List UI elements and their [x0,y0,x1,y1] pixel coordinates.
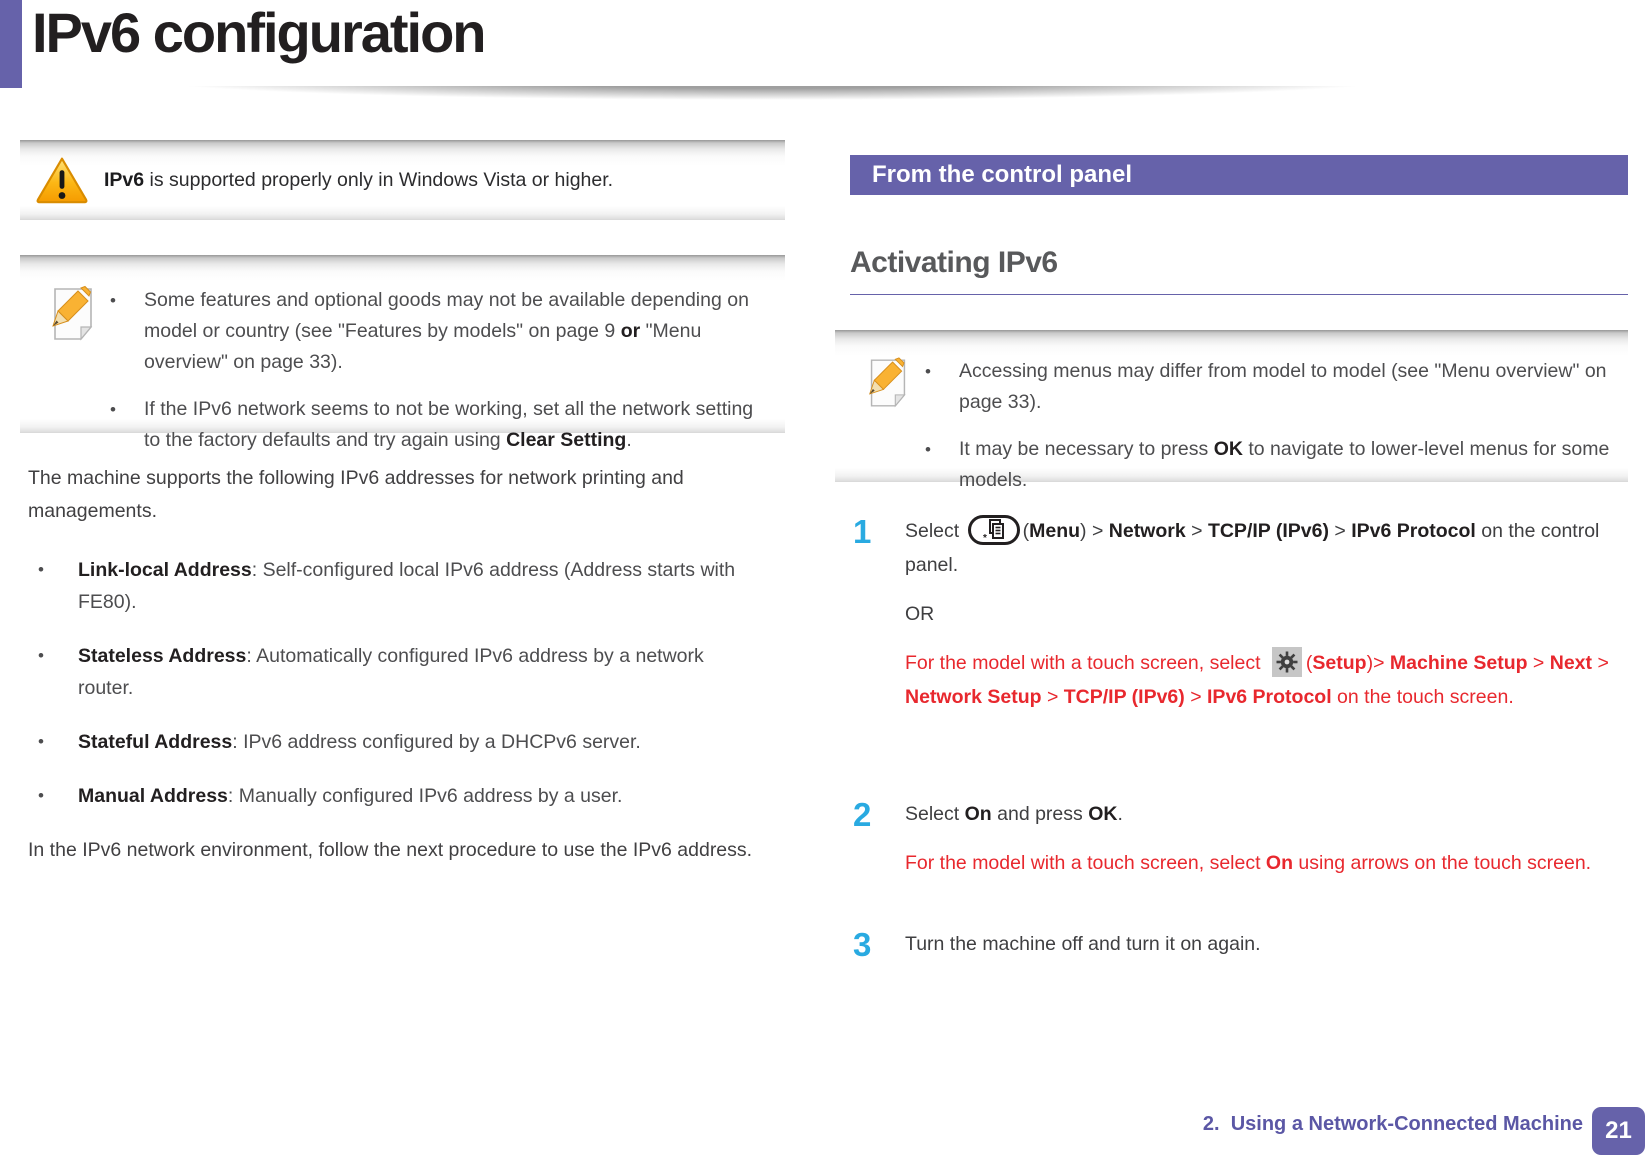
note-bullet-text: It may be necessary to press OK to navig… [959,438,1610,491]
note-bullet-text: Some features and optional goods may not… [144,289,749,373]
step-2: 2 Select On and press OK. For the model … [835,796,1628,880]
note-box-left: • Some features and optional goods may n… [20,255,785,451]
warning-icon [20,156,104,204]
note-box-right: • Accessing menus may differ from model … [835,330,1628,491]
outro-paragraph: In the IPv6 network environment, follow … [28,839,753,861]
bullet-marker: • [38,560,44,579]
note-bullet-text: If the IPv6 network seems to not be work… [144,398,754,451]
note-bullet-list: • Some features and optional goods may n… [104,285,767,456]
svg-text:*: * [983,533,987,542]
step-3: 3 Turn the machine off and turn it on ag… [835,926,1628,963]
step-number: 1 [853,513,872,550]
step-text: Select * (Menu) > Network > TCP/IP (IPv6… [905,515,1628,714]
step-number: 2 [853,796,872,833]
left-column-body: The machine supports the following IPv6 … [28,462,763,893]
note-bullet-text: Accessing menus may differ from model to… [959,360,1607,413]
section-header-from-control-panel: From the control panel [850,155,1628,195]
list-item: • It may be necessary to press OK to nav… [919,434,1614,496]
intro-paragraph: The machine supports the following IPv6 … [28,467,684,522]
step-text: Select On and press OK. For the model wi… [905,798,1628,880]
setup-gear-icon [1271,647,1302,677]
list-item: • Accessing menus may differ from model … [919,356,1614,418]
step-number: 3 [853,926,872,963]
pencil-note-icon [20,285,104,456]
bullet-marker: • [110,400,116,419]
address-bullet-text: Stateless Address: Automatically configu… [78,645,704,699]
list-item: • Manual Address: Manually configured IP… [28,780,763,812]
address-bullet-text: Link-local Address: Self-configured loca… [78,559,736,613]
list-item: • Some features and optional goods may n… [104,285,767,378]
pencil-note-icon [835,356,919,496]
list-item: • If the IPv6 network seems to not be wo… [104,394,767,456]
step1-red-after-icon: (Setup)> Machine Setup > Next > Network … [905,652,1609,708]
menu-button-icon: * [967,515,1020,545]
bullet-marker: • [38,786,44,805]
bullet-marker: • [38,732,44,751]
step-text: Turn the machine off and turn it on agai… [905,933,1261,955]
right-column: From the control panel Activating IPv6 •… [835,0,1628,1100]
bullet-marker: • [925,362,931,381]
list-item: • Stateless Address: Automatically confi… [28,640,763,704]
touch-screen-note: For the model with a touch screen, selec… [905,647,1628,714]
list-item: • Stateful Address: IPv6 address configu… [28,726,763,758]
title-shadow-divider [0,86,1545,102]
address-bullet-text: Stateful Address: IPv6 address configure… [78,731,641,753]
warning-text: IPv6 is supported properly only in Windo… [104,168,614,191]
section-heading-activating-ipv6: Activating IPv6 [850,246,1628,295]
or-label: OR [905,603,935,625]
warning-note: IPv6 is supported properly only in Windo… [20,140,785,220]
address-type-list: • Link-local Address: Self-configured lo… [28,554,763,812]
bullet-marker: • [925,440,931,459]
page-number-badge: 21 [1592,1107,1645,1155]
title-accent-bar [0,0,22,88]
touch-screen-note: For the model with a touch screen, selec… [905,852,1592,874]
footer-chapter-title: 2. Using a Network-Connected Machine [1202,1113,1583,1135]
address-bullet-text: Manual Address: Manually configured IPv6… [78,785,623,807]
step1-text-before-icon: Select [905,520,965,543]
page-title: IPv6 configuration [32,1,486,64]
bullet-marker: • [38,646,44,665]
step-1: 1 Select * (Menu) > Network > TCP/IP (IP… [835,513,1628,714]
step1-text-after-icon: (Menu) > Network > TCP/IP (IPv6) > IPv6 … [905,520,1600,576]
step1-red-before-icon: For the model with a touch screen, selec… [905,652,1266,675]
step2-instruction: Select On and press OK. [905,803,1123,825]
note-bullet-list: • Accessing menus may differ from model … [919,356,1614,496]
list-item: • Link-local Address: Self-configured lo… [28,554,763,618]
bullet-marker: • [110,291,116,310]
